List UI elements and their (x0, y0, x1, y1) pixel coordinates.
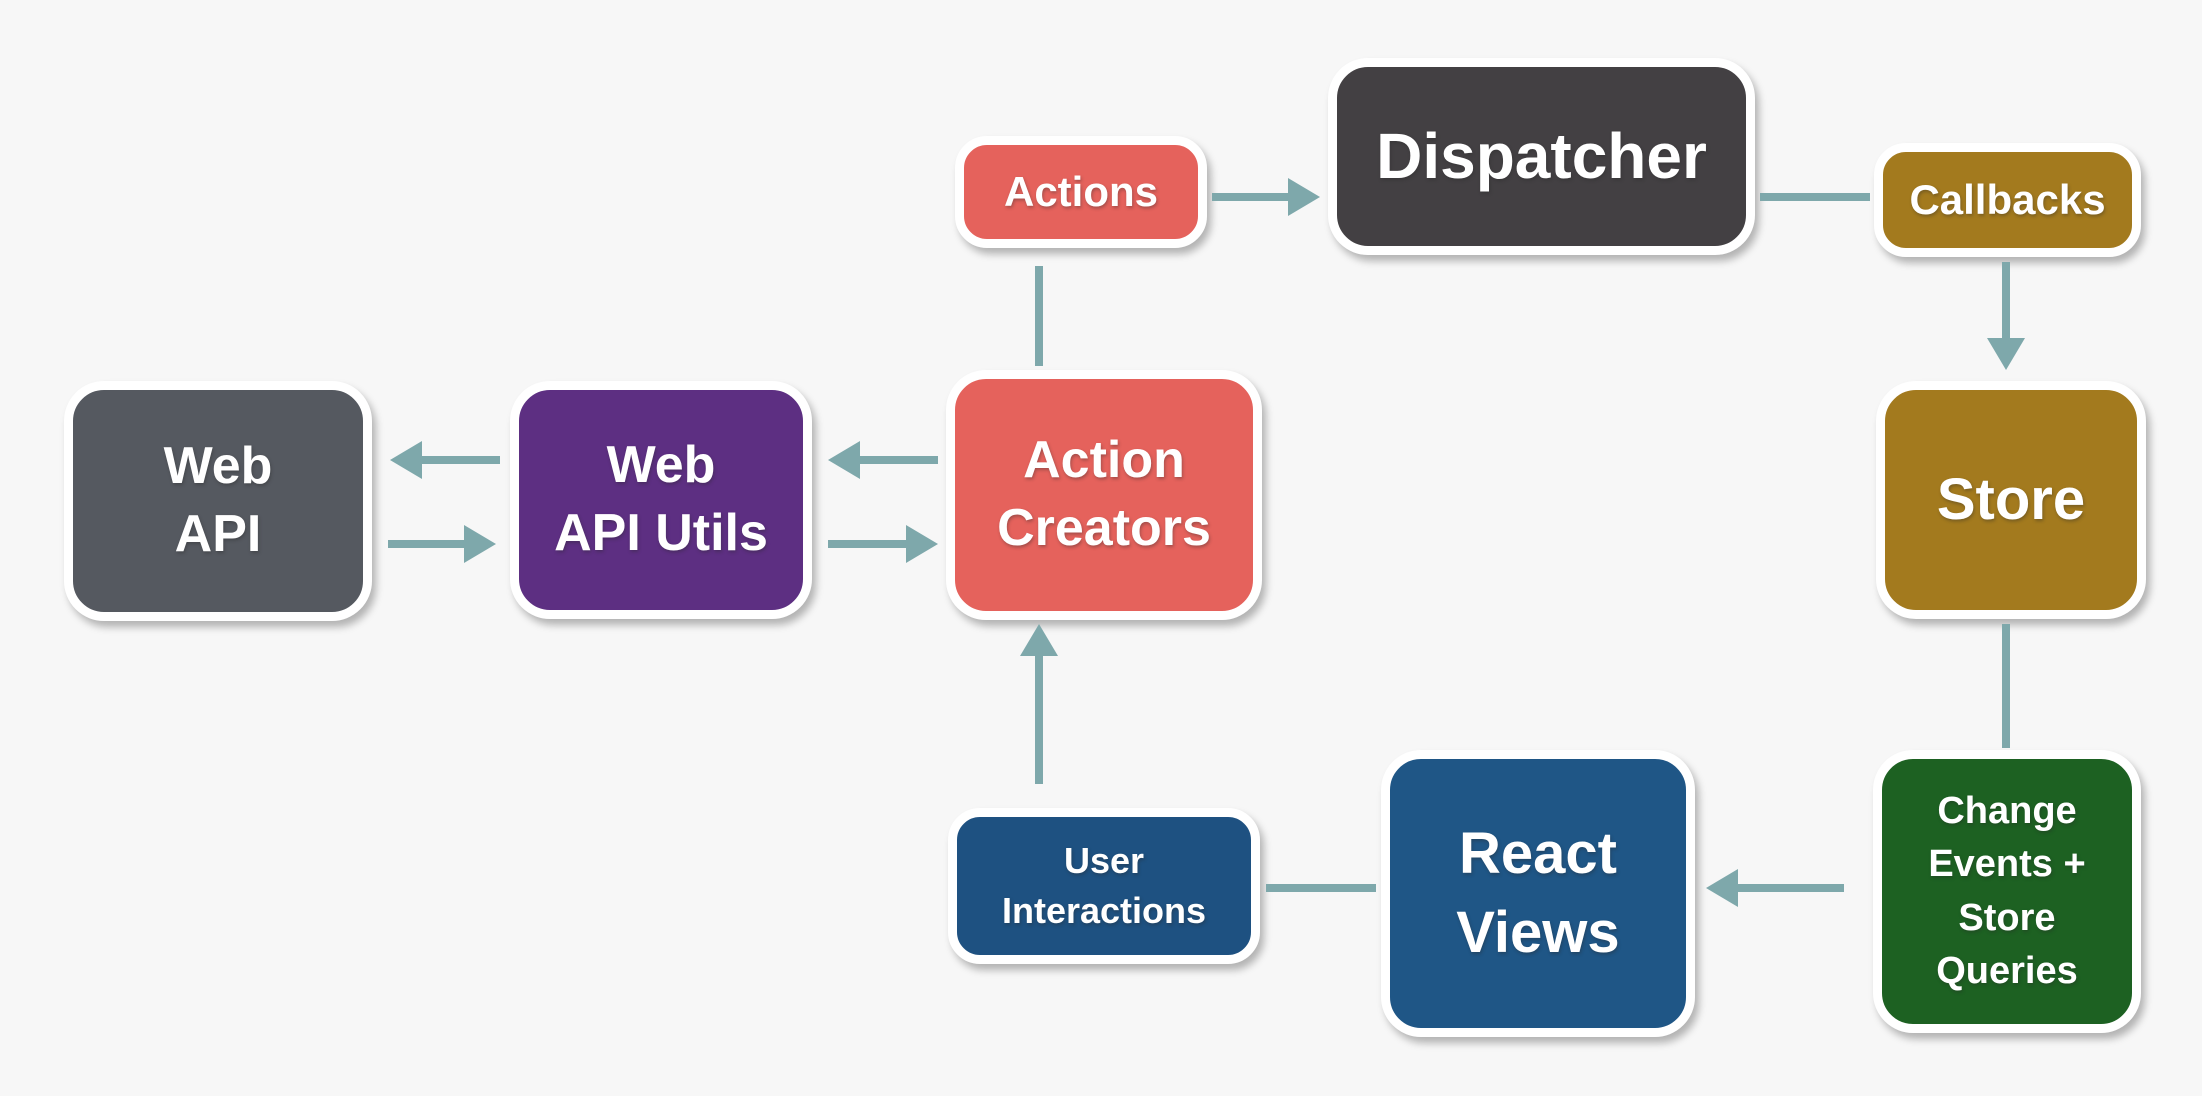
node-actions-label: Actions (1004, 165, 1158, 220)
label-line: Actions (1003, 167, 1158, 215)
label-line: API Utils (554, 504, 768, 562)
edge-change-events-to-react-views (1736, 884, 1844, 892)
node-store: Store (1876, 381, 2146, 619)
label-line: Callbacks (1909, 175, 2106, 223)
node-react-views-label: React Views (1456, 815, 1619, 972)
label-line: Interactions (1001, 890, 1207, 931)
edge-action-creators-to-web-api-utils (858, 456, 938, 464)
arrowhead-right-icon (906, 525, 938, 563)
arrowhead-right-icon (1288, 178, 1320, 216)
label-line: Web (163, 437, 273, 496)
node-actions: Actions (955, 136, 1207, 248)
arrowhead-up-icon (1020, 624, 1058, 656)
edge-actions-to-dispatcher (1212, 193, 1290, 201)
label-line: Creators (997, 499, 1211, 557)
arrowhead-left-icon (390, 441, 422, 479)
node-callbacks: Callbacks (1874, 143, 2141, 257)
edge-react-views-to-user-interactions (1266, 884, 1376, 892)
node-user-interactions: User Interactions (948, 808, 1260, 964)
node-action-creators-label: Action Creators (997, 427, 1211, 562)
node-dispatcher: Dispatcher (1328, 58, 1755, 255)
edge-dispatcher-to-callbacks (1760, 193, 1870, 201)
label-line: Events + (1928, 843, 2086, 886)
node-web-api-label: Web API (164, 433, 273, 568)
label-line: Change (1937, 790, 2077, 833)
node-change-events-label: Change Events + Store Queries (1928, 785, 2085, 998)
label-line: Views (1456, 899, 1620, 965)
node-change-events-store-queries: Change Events + Store Queries (1873, 750, 2141, 1033)
edge-user-interactions-to-action-creators (1035, 654, 1043, 784)
node-store-label: Store (1937, 461, 2085, 539)
arrowhead-down-icon (1987, 338, 2025, 370)
label-line: Web (606, 436, 716, 495)
node-web-api: Web API (64, 381, 372, 621)
edge-web-api-utils-to-web-api (420, 456, 500, 464)
label-line: Action (1023, 431, 1185, 490)
label-line: API (174, 505, 262, 563)
edge-store-to-change-events (2002, 624, 2010, 748)
label-line: Dispatcher (1376, 119, 1707, 192)
node-web-api-utils-label: Web API Utils (554, 432, 768, 567)
edge-callbacks-to-store (2002, 262, 2010, 340)
edge-action-creators-to-actions (1035, 266, 1043, 366)
node-callbacks-label: Callbacks (1909, 173, 2105, 228)
label-line: User (1063, 839, 1145, 881)
node-user-interactions-label: User Interactions (1002, 836, 1206, 937)
label-line: Store (1958, 896, 2056, 939)
node-react-views: React Views (1381, 750, 1695, 1037)
edge-web-api-to-web-api-utils (388, 540, 466, 548)
label-line: Store (1936, 466, 2086, 532)
arrowhead-left-icon (828, 441, 860, 479)
label-line: Queries (1936, 949, 2078, 992)
node-action-creators: Action Creators (946, 370, 1262, 620)
edge-web-api-utils-to-action-creators (828, 540, 908, 548)
node-dispatcher-label: Dispatcher (1376, 115, 1707, 198)
label-line: React (1459, 821, 1617, 887)
arrowhead-right-icon (464, 525, 496, 563)
node-web-api-utils: Web API Utils (510, 381, 812, 619)
arrowhead-left-icon (1706, 869, 1738, 907)
